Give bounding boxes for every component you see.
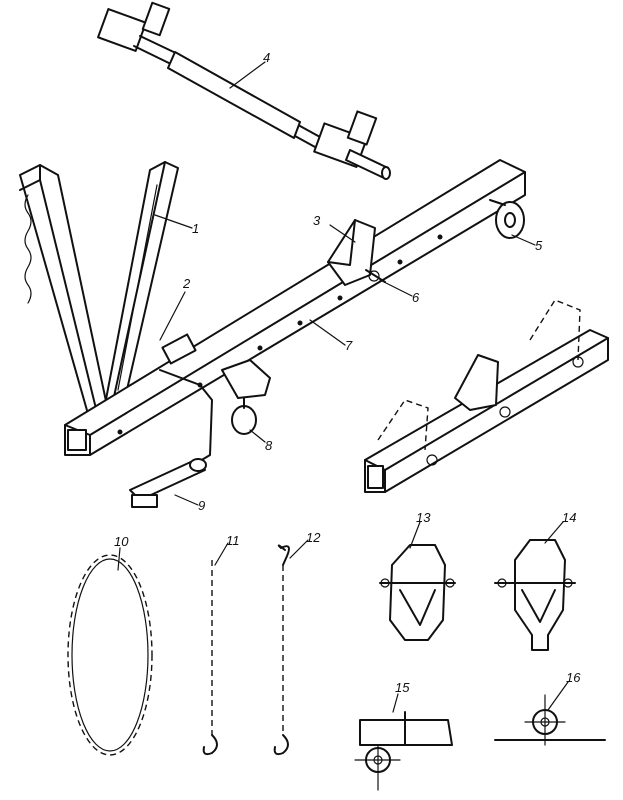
shackle-13 xyxy=(379,544,456,641)
callout-7: 7 xyxy=(345,338,353,353)
wheel-5 xyxy=(489,199,525,239)
callout-8: 8 xyxy=(265,438,273,453)
clamp-15 xyxy=(354,711,453,791)
callout-11: 11 xyxy=(226,533,240,548)
callout-2: 2 xyxy=(182,276,191,291)
hook-bracket-8 xyxy=(221,359,271,435)
spreader-bar-4 xyxy=(97,1,391,180)
secondary-beam xyxy=(364,299,609,493)
shackle-14 xyxy=(494,539,576,651)
a-frame-1 xyxy=(19,161,179,429)
chain-loop-10 xyxy=(67,554,153,756)
bracket-2 xyxy=(161,333,197,365)
callout-6: 6 xyxy=(412,290,420,305)
rod-and-clamp-9 xyxy=(129,369,213,508)
chain-two-hooks-12 xyxy=(273,544,290,756)
callout-1: 1 xyxy=(192,221,199,236)
callout-3: 3 xyxy=(313,213,321,228)
callout-5: 5 xyxy=(535,238,543,253)
callout-labels: 1 2 3 4 5 6 7 8 9 10 11 12 13 14 15 16 xyxy=(114,50,581,695)
bracket-3 xyxy=(327,219,386,286)
callout-15: 15 xyxy=(395,680,410,695)
callout-12: 12 xyxy=(306,530,321,545)
leader-lines xyxy=(117,61,569,713)
callout-4: 4 xyxy=(263,50,270,65)
callout-10: 10 xyxy=(114,534,129,549)
callout-13: 13 xyxy=(416,510,431,525)
chain-hook-11 xyxy=(202,560,218,756)
base-16 xyxy=(494,694,606,746)
callout-16: 16 xyxy=(566,670,581,685)
callout-9: 9 xyxy=(198,498,205,513)
callout-14: 14 xyxy=(562,510,576,525)
